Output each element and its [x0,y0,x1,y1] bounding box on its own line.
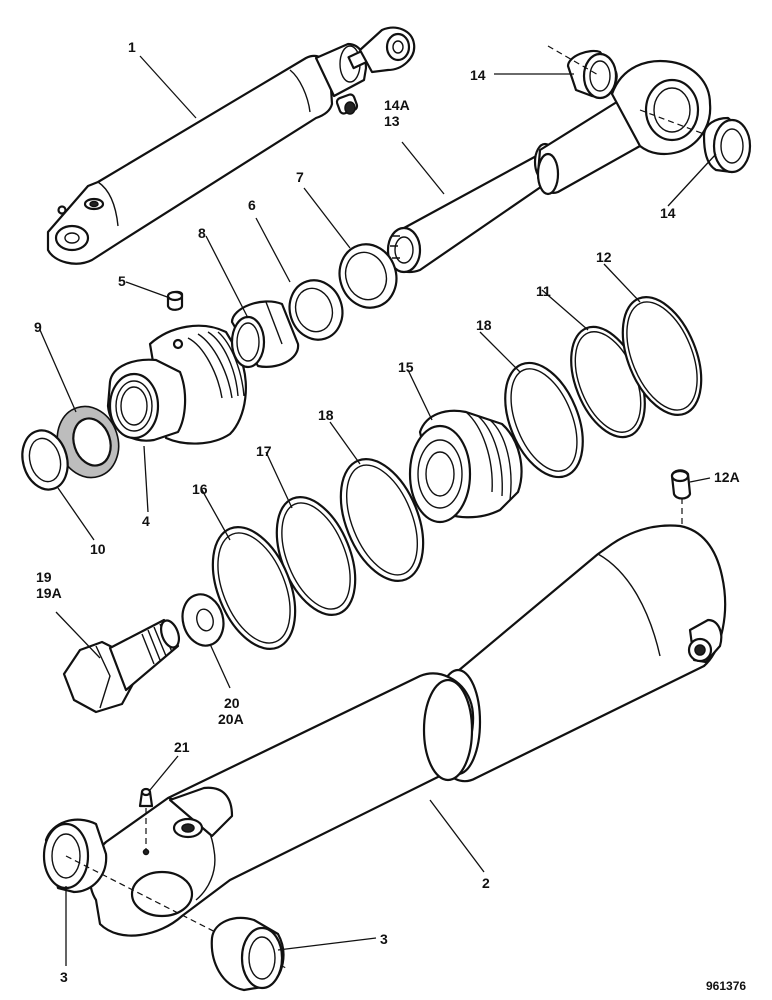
part-7-ring [338,243,398,309]
part-3-bush-left [42,818,287,969]
label-20: 20 [224,695,240,711]
part-8-wear-ring [230,300,300,369]
part-6-ring [288,279,344,341]
part-16-ring [211,526,297,650]
part-10-ring [21,429,69,491]
part-12a-plug [670,469,692,500]
label-1: 1 [128,39,136,55]
label-2: 2 [482,875,490,891]
label-4: 4 [142,513,150,529]
label-7: 7 [296,169,304,185]
part-13-piston-rod [386,60,721,274]
label-8: 8 [198,225,206,241]
label-11: 11 [536,283,551,299]
part-21-grease-nipple [138,787,154,856]
part-14-bush-top [547,45,618,100]
part-14-bush-right [702,116,752,174]
part-3-bush-right [210,916,285,992]
label-19a: 19A [36,585,62,601]
label-3-right: 3 [380,931,388,947]
part-20-washer [181,593,225,647]
label-16: 16 [192,481,208,497]
part-19-bolt [62,618,181,714]
part-12-ring [621,296,703,416]
label-5: 5 [118,273,126,289]
label-21: 21 [174,739,190,755]
leader-lines [39,55,717,966]
label-3-left: 3 [60,969,68,985]
label-20a: 20A [218,711,244,727]
label-13: 13 [384,113,400,129]
label-14a: 14A [384,97,410,113]
part-15-piston [408,409,523,524]
label-15: 15 [398,359,414,375]
label-18-right: 18 [476,317,492,333]
label-12a: 12A [714,469,740,485]
label-17: 17 [256,443,272,459]
label-14-right: 14 [660,205,676,221]
part-1-assembled-cylinder [46,26,416,265]
part-5-plug [166,290,184,311]
drawing-reference-number: 961376 [706,979,746,993]
label-19: 19 [36,569,52,585]
label-12: 12 [596,249,612,265]
callout-labels: 1 14 14A 13 14 7 6 8 5 12 11 18 15 18 17… [34,39,746,993]
label-14-top: 14 [470,67,486,83]
part-9-wiper-seal [56,405,120,479]
label-10: 10 [90,541,106,557]
part-4-gland [106,324,247,445]
label-18-left: 18 [318,407,334,423]
label-9: 9 [34,319,42,335]
part-2-cylinder-tube [89,498,727,937]
part-17-ring [275,496,357,616]
part-18-ring-right [504,361,584,479]
label-6: 6 [248,197,256,213]
